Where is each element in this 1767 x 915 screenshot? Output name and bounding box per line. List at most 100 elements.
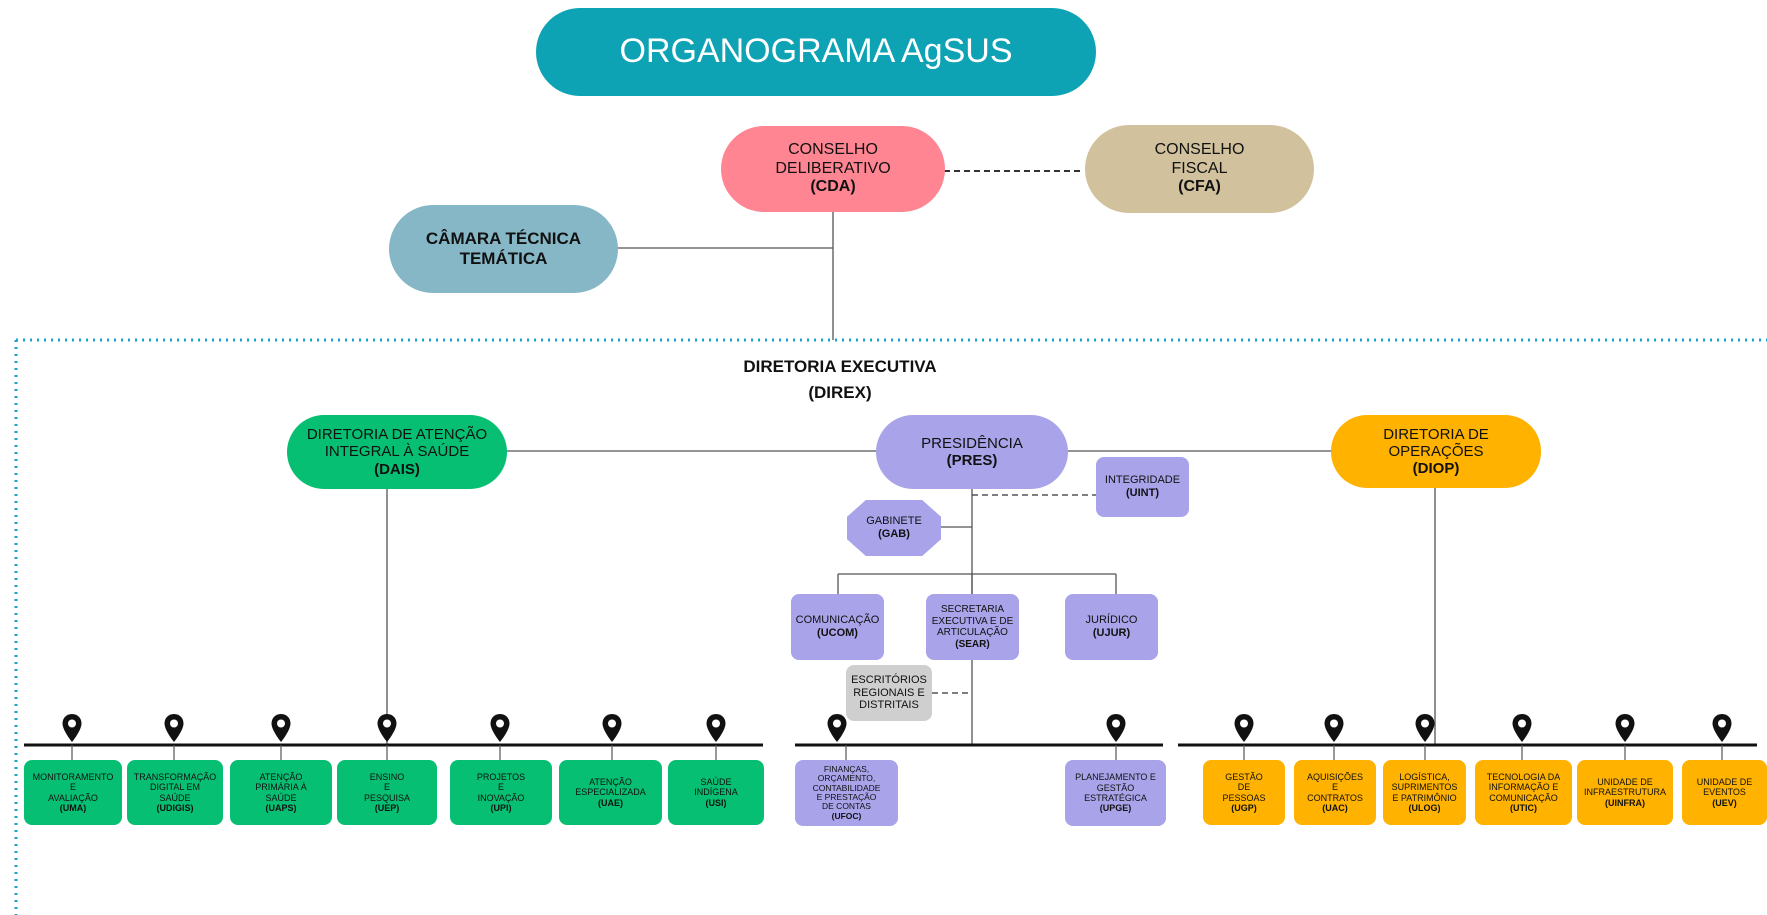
unit-name-line: SAÚDE (265, 792, 297, 803)
node-gab: GABINETE (GAB) (847, 500, 941, 556)
node-upge-line1: PLANEJAMENTO E (1075, 772, 1156, 783)
map-pin-icon (490, 714, 510, 742)
unit-name-line: PRIMÁRIA À (255, 782, 307, 793)
node-uint-abbr: (UINT) (1126, 487, 1159, 499)
node-diop-line1: DIRETORIA DE (1383, 425, 1489, 443)
unit-abbr: (UDIGIS) (156, 802, 194, 813)
node-ufoc-line1: FINANÇAS, (823, 763, 870, 774)
node-upge-line2: GESTÃO (1096, 782, 1135, 793)
unit-name-line: MONITORAMENTO (32, 771, 114, 782)
node-ucom-name: COMUNICAÇÃO (795, 614, 880, 627)
node-cda-abbr: (CDA) (810, 178, 856, 196)
map-pin-icon (377, 714, 397, 742)
unit-name-line: PESQUISA (363, 792, 410, 803)
unit-name-line: AVALIAÇÃO (48, 792, 98, 803)
map-pin-icon (62, 714, 82, 742)
unit-name-line: SUPRIMENTOS (1391, 782, 1458, 793)
unit-name-line: EVENTOS (1703, 787, 1746, 798)
node-sear: SECRETARIA EXECUTIVA E DE ARTICULAÇÃO (S… (926, 594, 1019, 660)
node-cfa-abbr: (CFA) (1178, 178, 1221, 196)
unit-name-line: ATENÇÃO (259, 771, 303, 782)
node-pres-abbr: (PRES) (946, 452, 998, 469)
unit-abbr: (UTIC) (1510, 802, 1537, 813)
unit-abbr: (ULOG) (1408, 802, 1441, 813)
node-dais-abbr: (DAIS) (374, 460, 420, 478)
direx-abbr: (DIREX) (808, 383, 872, 402)
node-cda-line2: DELIBERATIVO (775, 159, 891, 177)
node-ufoc: FINANÇAS, ORÇAMENTO, CONTABILIDADE E PRE… (795, 760, 898, 826)
node-ufoc-line3: CONTABILIDADE (812, 782, 881, 793)
unit-name-line: ATENÇÃO (589, 776, 632, 787)
node-ucom: COMUNICAÇÃO (UCOM) (791, 594, 884, 660)
map-pin-icon (1324, 714, 1344, 742)
node-cfa-line1: CONSELHO (1154, 141, 1245, 159)
node-escritorios-line3: DISTRITAIS (859, 699, 919, 712)
node-pres: PRESIDÊNCIA (PRES) (876, 415, 1068, 489)
unit-name-line: DE (1237, 782, 1251, 793)
map-pin-icon (1234, 714, 1254, 742)
unit-abbr: (UPI) (490, 802, 512, 813)
node-sear-line1: SECRETARIA (940, 604, 1005, 615)
map-pin-icon (164, 714, 184, 742)
node-dais-line2: INTEGRAL À SAÚDE (324, 443, 470, 461)
unit-name-line: AQUISIÇÕES (1306, 771, 1363, 782)
unit-name-line: E (383, 782, 390, 793)
unit-abbr: (UINFRA) (1605, 797, 1645, 808)
node-escritorios-line2: REGIONAIS E (853, 686, 925, 699)
map-pin-icon (1712, 714, 1732, 742)
unit-name-line: UNIDADE DE (1597, 776, 1653, 787)
node-ufoc-line4: E PRESTAÇÃO (816, 792, 877, 802)
node-ctt: CÂMARA TÉCNICA TEMÁTICA (389, 205, 618, 293)
node-ujur-abbr: (UJUR) (1092, 627, 1131, 639)
node-escritorios-line1: ESCRITÓRIOS (851, 674, 927, 687)
unit-name-line: E PATRIMÔNIO (1392, 792, 1457, 803)
unit-name-line: ENSINO (369, 771, 405, 782)
node-upge: PLANEJAMENTO E GESTÃO ESTRATÉGICA (UPGE) (1065, 760, 1166, 826)
unit-name-line: E (1331, 782, 1338, 793)
node-sear-line2: EXECUTIVA E DE (931, 615, 1014, 627)
node-cda: CONSELHO DELIBERATIVO (CDA) (721, 126, 945, 212)
unit-name-line: CONTRATOS (1307, 792, 1363, 803)
node-gab-name: GABINETE (866, 515, 922, 528)
unit-name-line: E (69, 782, 76, 793)
node-cda-line1: CONSELHO (788, 141, 878, 159)
unit-name-line: PESSOAS (1222, 792, 1266, 803)
unit-abbr: (UMA) (59, 802, 87, 813)
map-pin-icon (271, 714, 291, 742)
direx-boundary (14, 338, 1767, 915)
node-dais: DIRETORIA DE ATENÇÃO INTEGRAL À SAÚDE (D… (287, 415, 507, 489)
node-ufoc-line5: DE CONTAS (822, 801, 871, 812)
node-uint: INTEGRIDADE (UINT) (1096, 457, 1189, 517)
map-pin-icon (706, 714, 726, 742)
unit-abbr: (UGP) (1231, 802, 1257, 813)
unit-name-line: ESPECIALIZADA (575, 787, 646, 798)
unit-abbr: (UAPS) (265, 802, 297, 813)
node-diop: DIRETORIA DE OPERAÇÕES (DIOP) (1331, 415, 1541, 488)
unit-name-line: TECNOLOGIA DA (1486, 771, 1561, 782)
chart-title-text: ORGANOGRAMA AgSUS (619, 32, 1013, 71)
node-cfa: CONSELHO FISCAL (CFA) (1085, 125, 1314, 213)
unit-abbr: (USI) (705, 797, 727, 808)
unit-name-line: COMUNICAÇÃO (1489, 792, 1558, 803)
node-ucom-abbr: (UCOM) (817, 627, 858, 639)
node-sear-line3: ARTICULAÇÃO (937, 627, 1008, 638)
node-ujur-name: JURÍDICO (1085, 614, 1138, 627)
chart-title: ORGANOGRAMA AgSUS (536, 8, 1096, 96)
node-escritorios: ESCRITÓRIOS REGIONAIS E DISTRITAIS (846, 665, 932, 721)
direx-label: DIRETORIA EXECUTIVA (DIREX) (680, 354, 1000, 406)
unit-name-line: INFRAESTRUTURA (1583, 787, 1666, 798)
unit-name-line: INOVAÇÃO (477, 792, 525, 803)
map-pin-icon (1512, 714, 1532, 742)
